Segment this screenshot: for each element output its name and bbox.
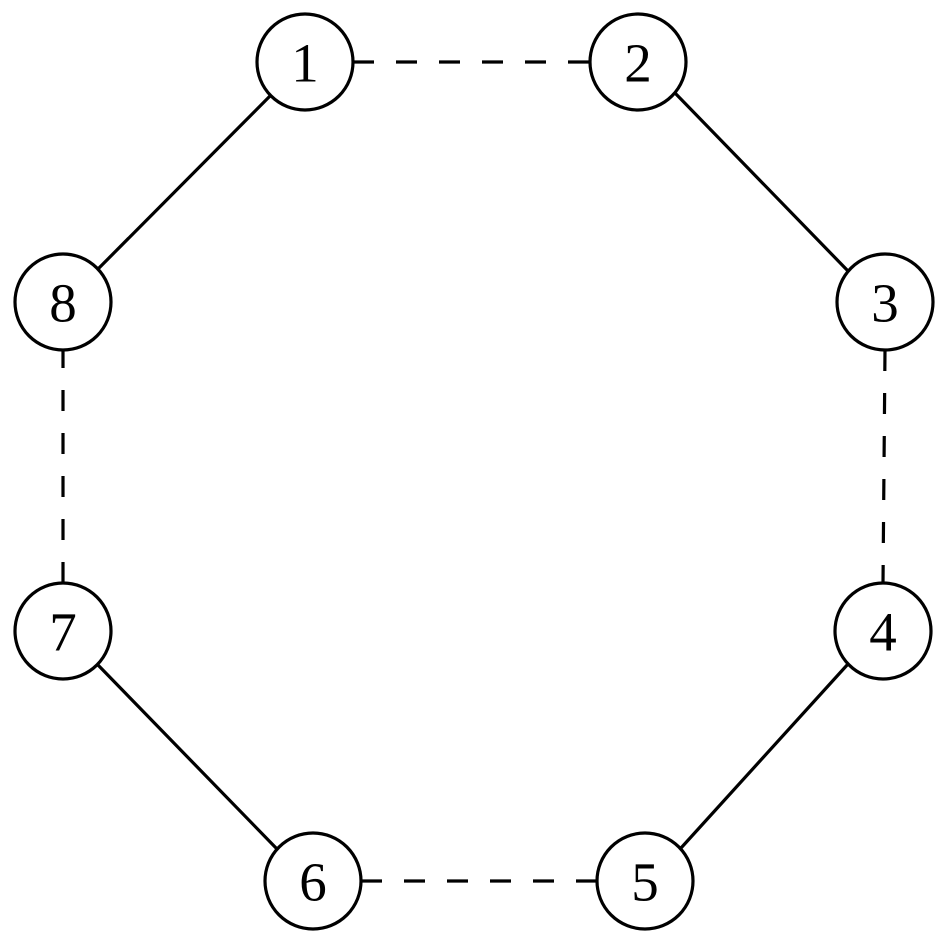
node-label-7: 7 [49, 602, 77, 663]
node-label-1: 1 [291, 33, 319, 94]
node-8[interactable]: 8 [13, 252, 113, 352]
edge-2-3[interactable] [673, 91, 850, 273]
node-circle-3[interactable] [835, 252, 935, 352]
node-label-3: 3 [871, 273, 899, 334]
node-7[interactable]: 7 [13, 581, 113, 681]
node-3[interactable]: 3 [835, 252, 935, 352]
edge-8-1[interactable] [96, 93, 273, 271]
node-2[interactable]: 2 [588, 12, 688, 112]
node-4[interactable]: 4 [833, 581, 933, 681]
node-circle-2[interactable] [588, 12, 688, 112]
node-6[interactable]: 6 [263, 831, 363, 931]
node-5[interactable]: 5 [595, 831, 695, 931]
node-circle-4[interactable] [833, 581, 933, 681]
node-label-4: 4 [869, 602, 897, 663]
node-circle-8[interactable] [13, 252, 113, 352]
node-1[interactable]: 1 [255, 12, 355, 112]
node-label-5: 5 [631, 852, 659, 913]
edge-3-4[interactable] [881, 349, 887, 584]
node-circle-6[interactable] [263, 831, 363, 931]
edges-layer [61, 60, 887, 883]
node-circle-1[interactable] [255, 12, 355, 112]
node-label-6: 6 [299, 852, 327, 913]
nodes-layer: 1 2 3 4 5 6 7 8 [13, 12, 935, 931]
node-label-8: 8 [49, 273, 77, 334]
node-circle-7[interactable] [13, 581, 113, 681]
node-circle-5[interactable] [595, 831, 695, 931]
edge-6-7[interactable] [96, 663, 279, 851]
edge-4-5[interactable] [679, 662, 850, 850]
node-label-2: 2 [624, 33, 652, 94]
